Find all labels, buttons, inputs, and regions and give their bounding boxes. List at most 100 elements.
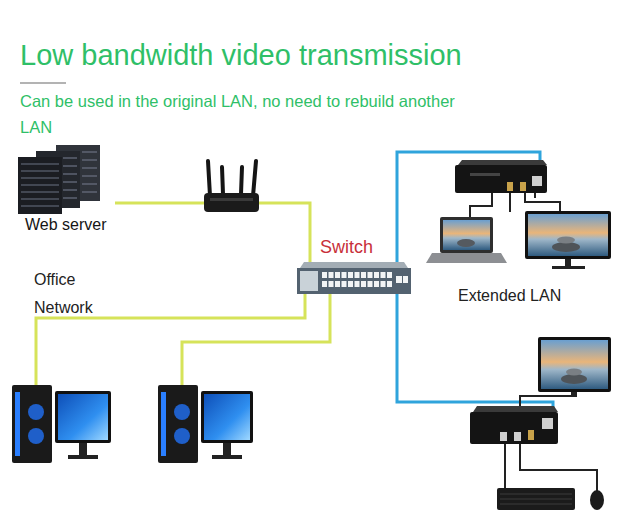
monitor-icon bbox=[528, 214, 608, 256]
keyboard-icon bbox=[497, 488, 575, 510]
switch-device bbox=[355, 272, 360, 278]
mouse-icon bbox=[590, 490, 604, 510]
laptop-icon bbox=[426, 253, 507, 263]
mouse-icon bbox=[590, 490, 604, 510]
switch-device bbox=[342, 281, 347, 287]
monitor-icon bbox=[538, 337, 611, 392]
device-cable bbox=[504, 444, 506, 489]
video-extender bbox=[500, 432, 507, 441]
server-rack bbox=[63, 189, 77, 190]
switch-device bbox=[374, 272, 379, 278]
office-pc bbox=[68, 455, 98, 459]
router-icon bbox=[204, 161, 259, 212]
server-rack bbox=[63, 173, 77, 174]
diagram-caption: Can be used in the original LAN, no need… bbox=[20, 88, 465, 140]
switch-node: Switch bbox=[296, 237, 412, 295]
server-rack bbox=[18, 157, 62, 214]
switch-device bbox=[403, 276, 408, 283]
switch-device bbox=[381, 272, 386, 278]
laptop-icon bbox=[443, 220, 490, 250]
device-cable bbox=[509, 193, 511, 212]
office-pc bbox=[58, 394, 108, 440]
office-pc bbox=[158, 385, 253, 463]
monitor-icon bbox=[525, 211, 611, 269]
office-pc bbox=[201, 391, 253, 443]
server-rack bbox=[21, 191, 59, 192]
group-label: Office Network bbox=[34, 266, 114, 322]
switch-device bbox=[322, 272, 327, 278]
laptop-icon bbox=[440, 217, 493, 253]
device-cable bbox=[525, 193, 560, 214]
keyboard-icon bbox=[497, 488, 575, 510]
monitor-icon bbox=[552, 266, 585, 269]
office-pc bbox=[12, 385, 111, 463]
video-extender bbox=[455, 165, 547, 193]
server-rack bbox=[21, 198, 59, 199]
device-cable bbox=[534, 193, 536, 198]
video-extender bbox=[455, 160, 547, 193]
video-extender bbox=[470, 412, 558, 444]
video-extender bbox=[528, 430, 534, 440]
router-icon bbox=[208, 161, 256, 196]
server-rack bbox=[21, 170, 59, 171]
office-pc bbox=[174, 428, 190, 444]
switch-device bbox=[355, 281, 360, 287]
server-rack bbox=[63, 157, 77, 158]
diagram-title: Low bandwidth video transmission bbox=[20, 38, 620, 72]
office-pc bbox=[28, 428, 44, 444]
server-rack bbox=[82, 183, 97, 184]
keyboard-icon bbox=[500, 504, 572, 505]
switch-device bbox=[368, 272, 373, 278]
switch-device bbox=[322, 281, 327, 287]
monitor-icon bbox=[566, 369, 582, 376]
switch-device bbox=[361, 272, 366, 278]
switch-device bbox=[387, 281, 392, 287]
switch-device bbox=[300, 262, 408, 268]
server-rack bbox=[82, 191, 97, 192]
server-node: Web server bbox=[15, 140, 115, 238]
server-rack bbox=[82, 175, 97, 176]
office-pc bbox=[15, 392, 20, 456]
monitor-icon bbox=[557, 237, 575, 244]
router-icon bbox=[204, 193, 259, 212]
switch-device bbox=[329, 281, 334, 287]
switch-device bbox=[322, 272, 408, 287]
switch-device bbox=[387, 272, 392, 278]
switch-device bbox=[297, 262, 411, 294]
server-rack bbox=[21, 205, 59, 206]
switch-device bbox=[300, 271, 318, 291]
server-rack bbox=[21, 163, 59, 164]
keyboard-icon bbox=[500, 499, 572, 500]
switch-device bbox=[348, 281, 353, 287]
video-extender bbox=[514, 432, 521, 441]
laptop-icon bbox=[457, 239, 475, 247]
switch-device bbox=[381, 281, 386, 287]
video-extender bbox=[473, 406, 558, 412]
switch-device bbox=[396, 276, 402, 283]
router-icon bbox=[222, 167, 223, 194]
server-rack bbox=[21, 177, 59, 178]
switch-device bbox=[335, 281, 340, 287]
extended-cable bbox=[397, 152, 553, 414]
switch-device bbox=[297, 268, 411, 294]
video-extender bbox=[470, 173, 500, 176]
video-extender bbox=[542, 418, 553, 429]
title-underline bbox=[20, 83, 66, 84]
office-pc bbox=[204, 394, 250, 440]
switch-device bbox=[329, 272, 334, 278]
device-cable bbox=[470, 193, 492, 220]
office-pc bbox=[212, 455, 242, 459]
switch-device bbox=[361, 281, 366, 287]
monitor-icon bbox=[565, 259, 571, 266]
server-rack bbox=[63, 165, 77, 166]
video-extender bbox=[520, 182, 526, 191]
switch-device bbox=[342, 272, 347, 278]
office-pc bbox=[28, 404, 44, 420]
title-underline bbox=[20, 82, 66, 84]
office-cable bbox=[182, 293, 330, 386]
laptop-icon bbox=[426, 217, 507, 263]
monitor-icon bbox=[538, 337, 611, 397]
switch-device bbox=[348, 272, 353, 278]
